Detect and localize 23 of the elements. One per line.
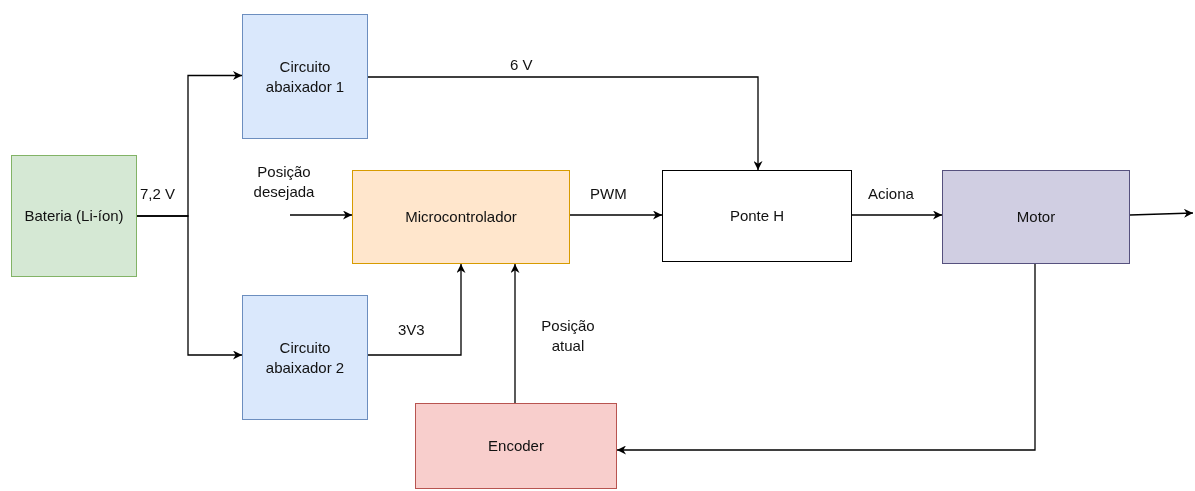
block-box xyxy=(662,170,852,262)
block-label: Microcontrolador xyxy=(404,207,518,227)
block-box xyxy=(242,295,368,420)
block-label: Circuito abaixador 2 xyxy=(264,337,346,378)
arrow xyxy=(367,263,466,356)
block-box xyxy=(352,170,570,264)
arrow xyxy=(1129,208,1194,218)
block-label: Ponte H xyxy=(728,206,786,226)
block-label: Encoder xyxy=(487,436,545,456)
arrow xyxy=(851,210,943,220)
block-label: Bateria (Li-íon) xyxy=(23,206,125,226)
block-box xyxy=(415,403,617,489)
block-box xyxy=(11,155,137,277)
block-label: Motor xyxy=(1015,207,1057,227)
arrow xyxy=(289,210,353,220)
arrow xyxy=(367,76,763,171)
block-label: Circuito abaixador 1 xyxy=(264,56,346,97)
arrow xyxy=(616,263,1036,455)
arrow xyxy=(136,215,243,360)
block-box xyxy=(942,170,1130,264)
arrow xyxy=(569,210,663,220)
arrow xyxy=(510,263,520,404)
block-box xyxy=(242,14,368,139)
